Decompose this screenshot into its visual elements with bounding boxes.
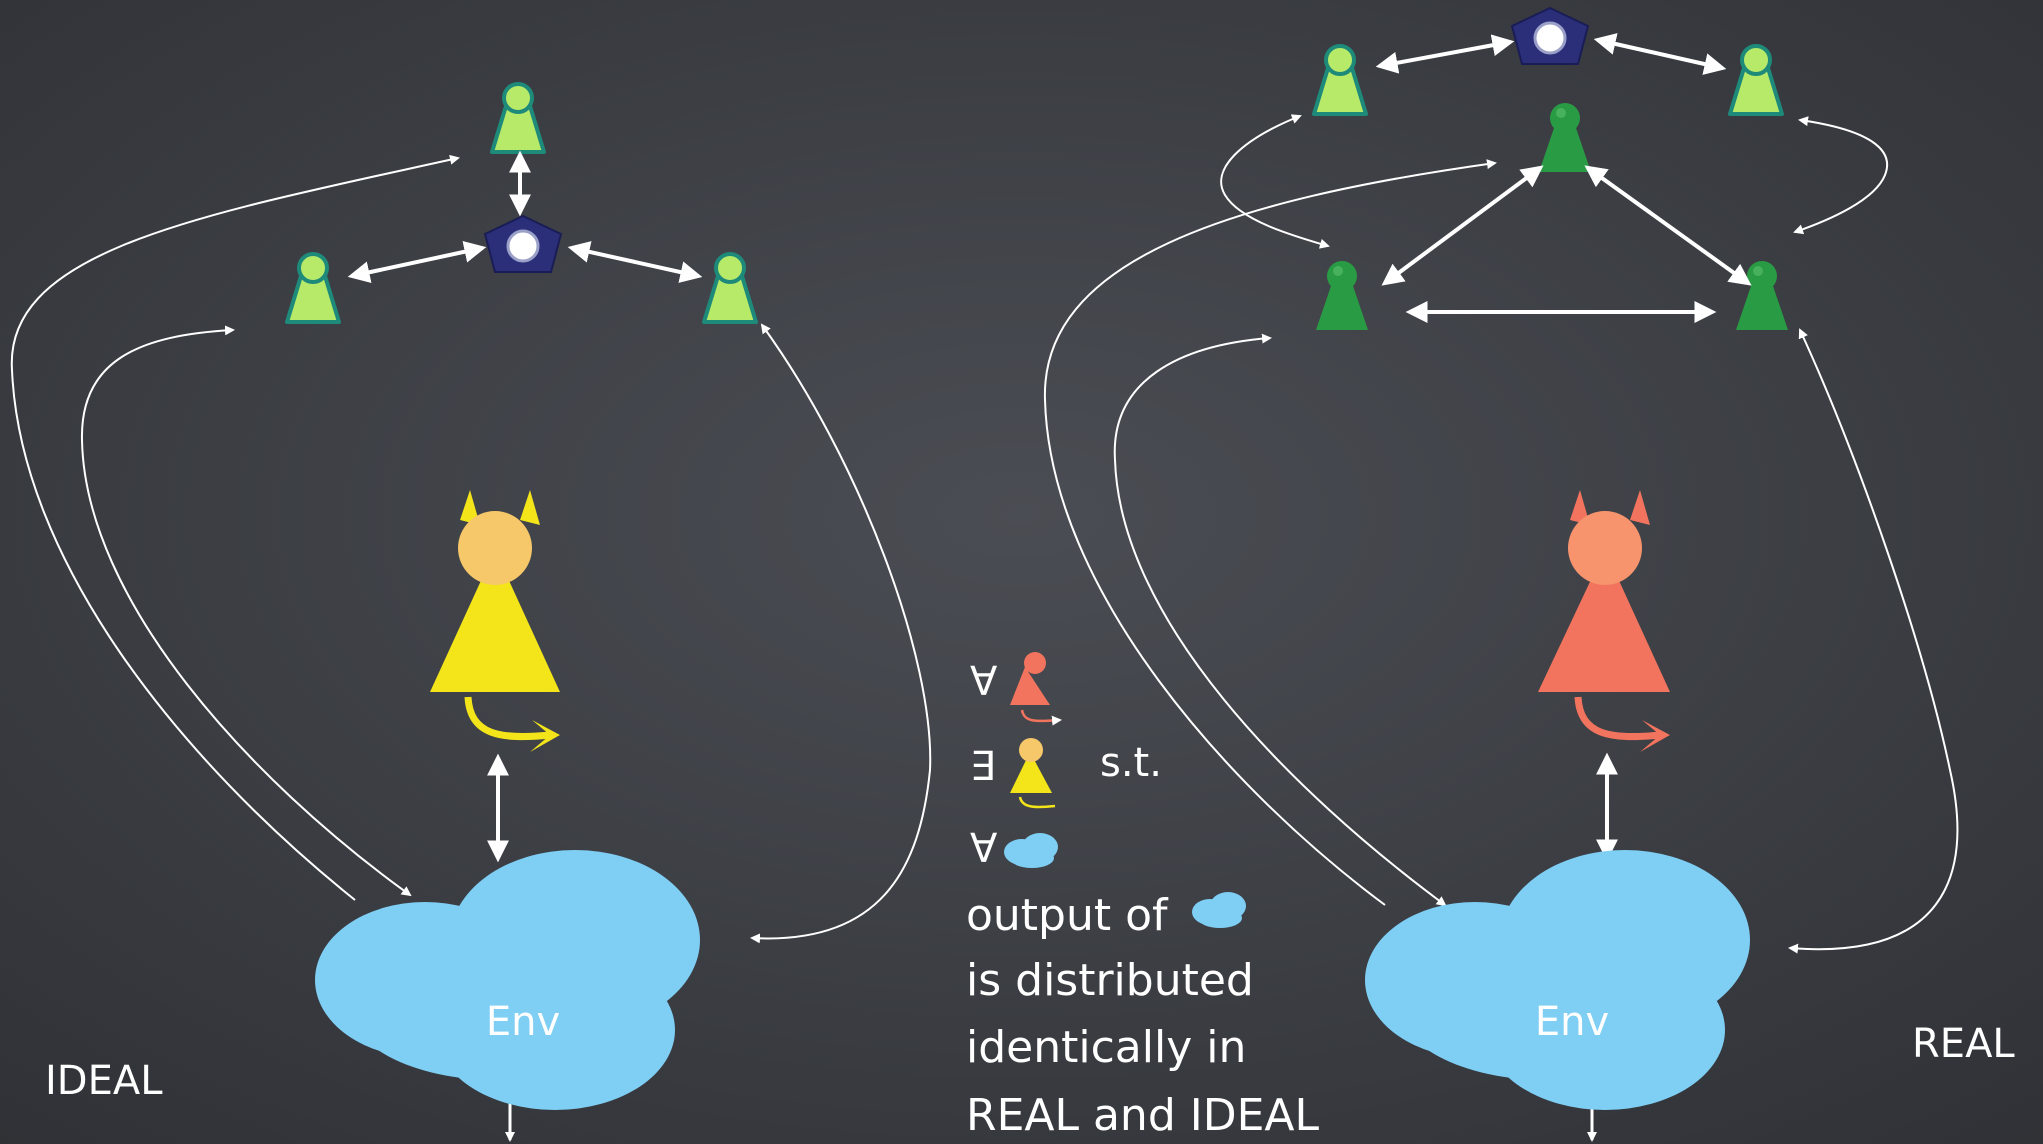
- arrow-real-top-left: [1381, 165, 1544, 286]
- forall-env-symbol: ∀: [970, 826, 998, 872]
- arrow-env-to-top-party: [10, 154, 460, 901]
- arrow-env-to-real-top: [1043, 159, 1497, 906]
- definition-line-2: is distributed: [966, 955, 1254, 1006]
- exists-simulator-symbol: ∃: [970, 744, 995, 790]
- small-env-icon-2: [1192, 892, 1246, 928]
- small-ideal-adversary-icon: [1010, 738, 1056, 809]
- definition-line-3: identically in: [966, 1022, 1246, 1073]
- small-real-adversary-icon: [1010, 652, 1062, 726]
- real-env-label: Env: [1535, 999, 1609, 1045]
- small-env-icon: [1004, 833, 1058, 868]
- forall-adversary-symbol: ∀: [970, 659, 998, 705]
- real-label: REAL: [1912, 1021, 2015, 1067]
- arrow-trusted-ideal-right: [1593, 33, 1727, 75]
- arrow-trusted-right: [567, 241, 703, 283]
- arrow-env-to-real-right: [1788, 328, 1959, 954]
- ideal-adversary: [430, 490, 560, 752]
- ideal-env-label: Env: [486, 999, 560, 1045]
- arrow-left-trusted: [347, 240, 487, 284]
- definition-line-4: REAL and IDEAL: [966, 1090, 1319, 1141]
- arrow-ideal-left-trusted: [1375, 34, 1515, 74]
- ideal-label: IDEAL: [45, 1058, 163, 1104]
- arrow-real-top-right: [1584, 165, 1752, 286]
- arrow-env-to-real-left: [1113, 333, 1447, 907]
- real-world: Env REAL: [1043, 6, 2015, 1142]
- ideal-world: Env IDEAL: [10, 82, 932, 1142]
- arrow-loop-left: [1220, 114, 1330, 249]
- arrow-loop-right: [1793, 116, 1889, 235]
- definition-block: ∀ ∃ s.t. ∀ output of is distributed iden…: [966, 652, 1319, 1141]
- such-that-text: s.t.: [1100, 740, 1162, 786]
- definition-line-1: output of: [966, 890, 1169, 941]
- arrow-env-to-left-party: [80, 325, 412, 897]
- real-adversary: [1538, 490, 1670, 752]
- arrow-env-to-right-party: [750, 323, 932, 944]
